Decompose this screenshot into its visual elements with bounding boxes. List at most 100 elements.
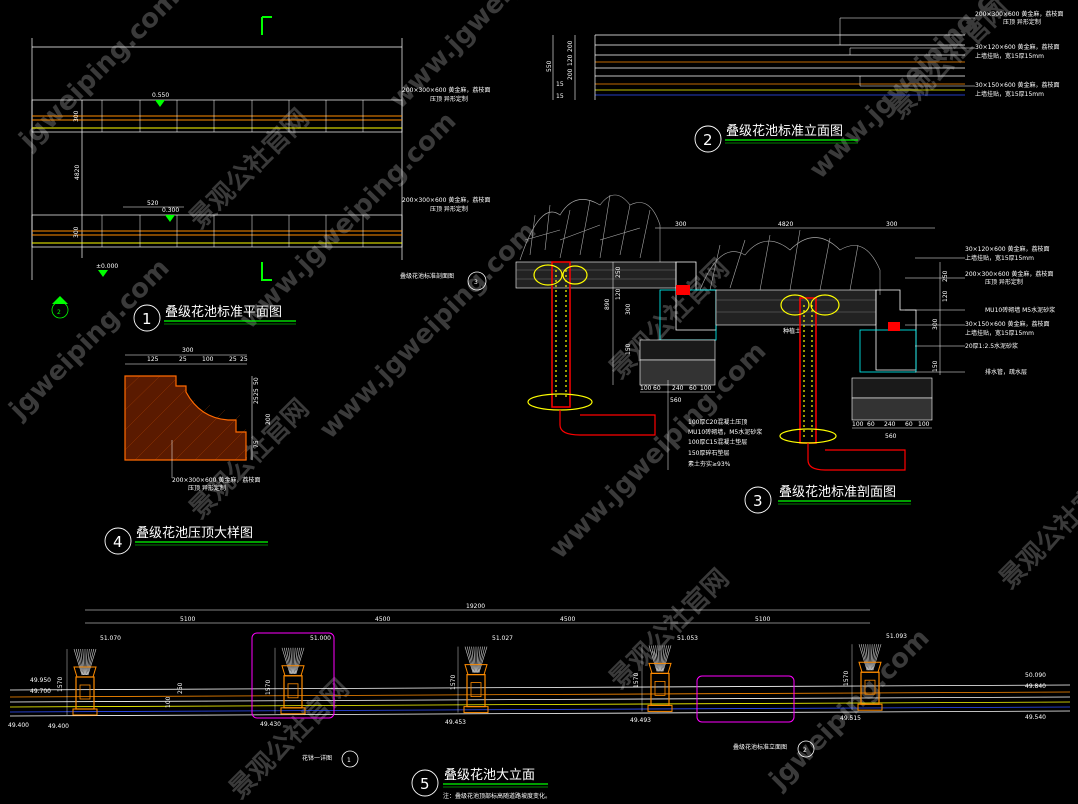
planter-stem	[294, 647, 300, 674]
dimension-label: 120	[567, 54, 574, 66]
material-note: 150厚碎石垫层	[688, 449, 729, 457]
planter-stem	[288, 647, 293, 674]
planter-group	[66, 644, 883, 716]
planter-stem	[477, 646, 483, 673]
dimension-label: 4500	[560, 616, 575, 623]
dimension-label: 25	[253, 388, 260, 396]
title-number-circle	[133, 304, 161, 332]
footnote: 注：叠级花池顶部标高随道路坡度变化。	[443, 792, 551, 800]
planter-stem	[466, 646, 474, 673]
title-number-circle	[744, 486, 772, 514]
elevation-label: 49.400	[48, 723, 69, 730]
title-number-circle	[104, 527, 132, 555]
elevation-label: 49.493	[630, 717, 651, 724]
planter-stem	[85, 648, 88, 676]
dimension-label: 75	[253, 440, 260, 448]
material-note: 200×300×600 黄金麻，荔枝面	[172, 476, 260, 484]
dimension-label: 250	[615, 266, 622, 278]
planter-fan	[464, 646, 488, 673]
dimension-label: 250	[177, 682, 184, 694]
view-title: 叠级花池压顶大样图	[136, 525, 253, 541]
planter-stem	[662, 645, 670, 672]
section-view: 300 4820 300	[515, 194, 1055, 514]
dimension-label: 60	[867, 421, 875, 428]
planter-column	[283, 675, 303, 709]
dimension-label: 1570	[633, 673, 640, 688]
planter-stem	[860, 644, 868, 671]
dimension-label: 520	[147, 200, 159, 207]
planter-stem	[660, 645, 665, 672]
dimension-label: 240	[672, 385, 684, 392]
planter-column	[650, 672, 670, 707]
dimension-label: 120	[615, 288, 622, 300]
section-ref-circle	[467, 271, 487, 291]
material-note: 压顶 异形定制	[188, 484, 226, 492]
planter-stem	[293, 647, 296, 674]
elevation-label: 51.000	[310, 635, 331, 642]
planter-fan	[281, 647, 305, 674]
planter-stem	[657, 645, 660, 672]
dimension-label: 15	[556, 81, 564, 88]
dimension-label: 1570	[450, 675, 457, 690]
planter	[641, 645, 673, 712]
elevation-label: 51.093	[886, 633, 907, 640]
dimension-label: 25	[240, 356, 248, 363]
planter-stem	[858, 644, 868, 671]
dimension-label: 4820	[74, 165, 81, 180]
title-number-circle	[694, 125, 722, 153]
planter	[66, 648, 98, 716]
dimension-label: 300	[625, 303, 632, 315]
elevation-label: 51.070	[100, 635, 121, 642]
planter-stem	[870, 644, 875, 671]
planter-base	[280, 707, 306, 715]
dimension-label: 60	[653, 385, 661, 392]
detail-ref-label: 花钵一详图	[302, 754, 332, 762]
dimension-label: 200	[567, 68, 574, 80]
dimension-label: 1570	[57, 677, 64, 692]
dimension-label: 100	[852, 421, 864, 428]
elevation-label: 51.027	[492, 635, 513, 642]
dimension-label: 150	[625, 343, 632, 355]
detail-ref-label: 叠级花池标准立面图	[733, 743, 787, 751]
dimension-label: 890	[604, 298, 611, 310]
dimension-label: 560	[670, 397, 682, 404]
planter-stem	[87, 648, 97, 676]
dimension-label: 100	[202, 356, 214, 363]
elevation-label: 49.540	[1025, 714, 1046, 721]
title-number-circle	[411, 769, 439, 797]
planter-stem	[865, 644, 870, 671]
dimension-label: 550	[546, 60, 553, 72]
title-number: 2	[703, 131, 713, 149]
detail-ref-circle	[797, 740, 815, 758]
planter-column	[466, 673, 486, 708]
material-note: 压顶 异形定制	[985, 278, 1023, 286]
detail-callout-box	[696, 675, 795, 723]
material-note: 上墙挂贴，宽15厚15mm	[965, 329, 1034, 337]
detail-ref-circle	[341, 750, 359, 768]
elevation-label: 49.840	[1025, 683, 1046, 690]
view-title: 叠级花池标准平面图	[165, 304, 282, 320]
dimension-label: 150	[932, 360, 939, 372]
planter-stem	[476, 646, 479, 673]
dimension-label: 25	[253, 396, 260, 404]
ref-number: 2	[57, 309, 61, 316]
planter-stem	[867, 644, 870, 671]
dimension-label: 300	[73, 110, 80, 122]
planter-panel	[864, 679, 876, 695]
planter-stem	[478, 646, 488, 673]
material-note: 200×300×600 黄金麻，荔枝面	[965, 270, 1053, 278]
material-note: 30×150×600 黄金麻，荔枝面	[965, 320, 1050, 328]
planter-stem	[286, 647, 292, 674]
planter-stem	[662, 645, 672, 672]
title-number: 5	[420, 775, 430, 793]
planter-stem	[870, 644, 873, 671]
dimension-label: 15	[556, 93, 564, 100]
elevation-label: 49.453	[445, 719, 466, 726]
dimension-label: 200	[265, 413, 272, 425]
view-title: 叠级花池大立面	[444, 767, 535, 783]
planter	[274, 647, 306, 715]
planter-stem	[872, 644, 882, 671]
watermark-text: www.jgweiping.com	[384, 0, 613, 115]
elevation-label: 49.950	[30, 677, 51, 684]
section-ref-label: 叠级花池标准剖面图	[400, 272, 454, 280]
